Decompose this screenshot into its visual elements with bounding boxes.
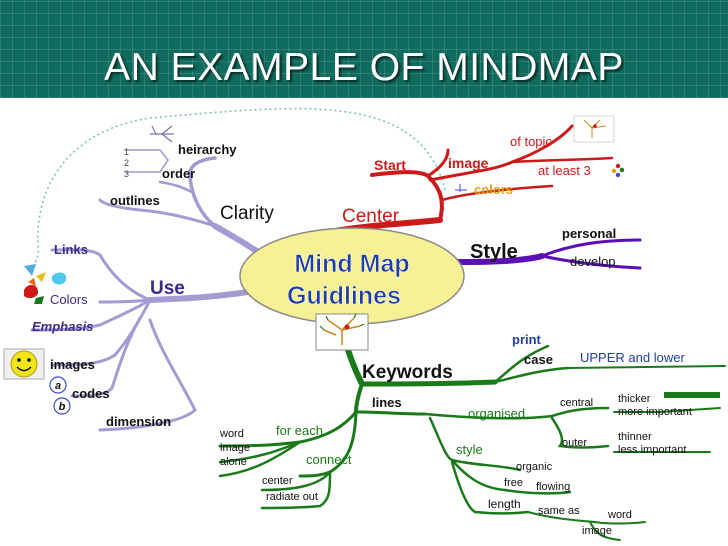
title-banner: AN EXAMPLE OF MINDMAP xyxy=(0,0,728,98)
slide-title: AN EXAMPLE OF MINDMAP xyxy=(104,46,624,89)
mind-map-canvas: Mind Map Guidlines Center Start image of… xyxy=(3,107,726,541)
label-free: free xyxy=(504,477,523,489)
label-center: Center xyxy=(342,206,400,227)
label-organic: organic xyxy=(516,461,553,473)
label-keywords: Keywords xyxy=(362,362,453,383)
colors-word: colors xyxy=(474,182,513,197)
branch-keywords-lines xyxy=(218,337,726,541)
color-blobs-icon xyxy=(24,272,67,304)
label-use: Use xyxy=(150,278,185,299)
label-kw-center: center xyxy=(262,475,293,487)
label-at-least-3: at least 3 xyxy=(538,163,591,178)
code-a-icon: a xyxy=(49,376,67,394)
label-less-important: less important xyxy=(618,444,686,456)
label-heirarchy: heirarchy xyxy=(178,142,237,157)
label-central: central xyxy=(560,397,593,409)
label-lines: lines xyxy=(372,395,402,410)
hierarchy-tree-icon xyxy=(150,125,174,143)
branch-use-lines xyxy=(30,248,251,432)
label-radiate-out: radiate out xyxy=(266,491,318,503)
label-links: Links xyxy=(54,242,88,257)
label-start: Start xyxy=(374,157,406,173)
label-order: order xyxy=(162,166,195,181)
label-thicker: thicker xyxy=(618,393,651,405)
dotted-link-arc xyxy=(29,107,446,273)
small-flag-icon xyxy=(455,184,467,192)
label-dimension: dimension xyxy=(106,414,171,429)
label-word: word xyxy=(607,509,632,521)
label-print: print xyxy=(512,332,542,347)
label-image2: image xyxy=(220,442,250,454)
label-codes: codes xyxy=(72,386,110,401)
label-code-a: a xyxy=(55,380,61,392)
label-of-topic: of topic xyxy=(510,134,552,149)
tree-doodle-icon xyxy=(315,313,369,351)
label-more-important: more important xyxy=(618,406,692,418)
label-upper-lower: UPPER and lower xyxy=(580,350,685,365)
tree-mini-icon xyxy=(573,115,615,143)
branch-style-lines xyxy=(452,238,642,270)
label-word2: word xyxy=(219,428,244,440)
code-b-icon: b xyxy=(53,397,71,415)
label-case: case xyxy=(524,352,553,367)
label-code-b: b xyxy=(59,401,66,413)
thick-line-swatch xyxy=(664,392,720,398)
color-dots-icon xyxy=(611,163,625,178)
label-image: image xyxy=(582,525,612,537)
label-emphasis: Emphasis xyxy=(32,319,93,334)
label-n2: 2 xyxy=(124,158,129,168)
label-alone: alone xyxy=(220,456,247,468)
label-use-colors: Colors xyxy=(50,292,88,307)
smiley-icon xyxy=(3,348,45,380)
label-personal: personal xyxy=(562,226,616,241)
label-same-as: same as xyxy=(538,505,580,517)
label-images: images xyxy=(50,357,95,372)
label-outlines: outlines xyxy=(110,193,160,208)
label-style: Style xyxy=(470,241,518,263)
label-flowing: flowing xyxy=(536,481,570,493)
label-colors-red: colors xyxy=(474,182,513,197)
label-outer: outer xyxy=(562,437,587,449)
label-connect: connect xyxy=(306,452,352,467)
branch-clarity-lines xyxy=(98,149,261,255)
center-title-line1: Mind Map xyxy=(294,250,409,278)
mind-map: Mind Map Guidlines Center Start image of… xyxy=(0,98,728,546)
label-organised: organised xyxy=(468,406,525,421)
label-image: image xyxy=(448,155,489,171)
label-clarity: Clarity xyxy=(220,203,274,224)
center-title-line2: Guidlines xyxy=(287,282,401,310)
label-length: length xyxy=(488,497,521,511)
label-for-each: for each xyxy=(276,423,323,438)
label-develop: develop xyxy=(570,254,616,269)
label-n3: 3 xyxy=(124,169,129,179)
label-kw-style: style xyxy=(456,442,483,457)
label-n1: 1 xyxy=(124,147,129,157)
label-thinner: thinner xyxy=(618,431,652,443)
dotted-link-arrow xyxy=(24,264,36,276)
